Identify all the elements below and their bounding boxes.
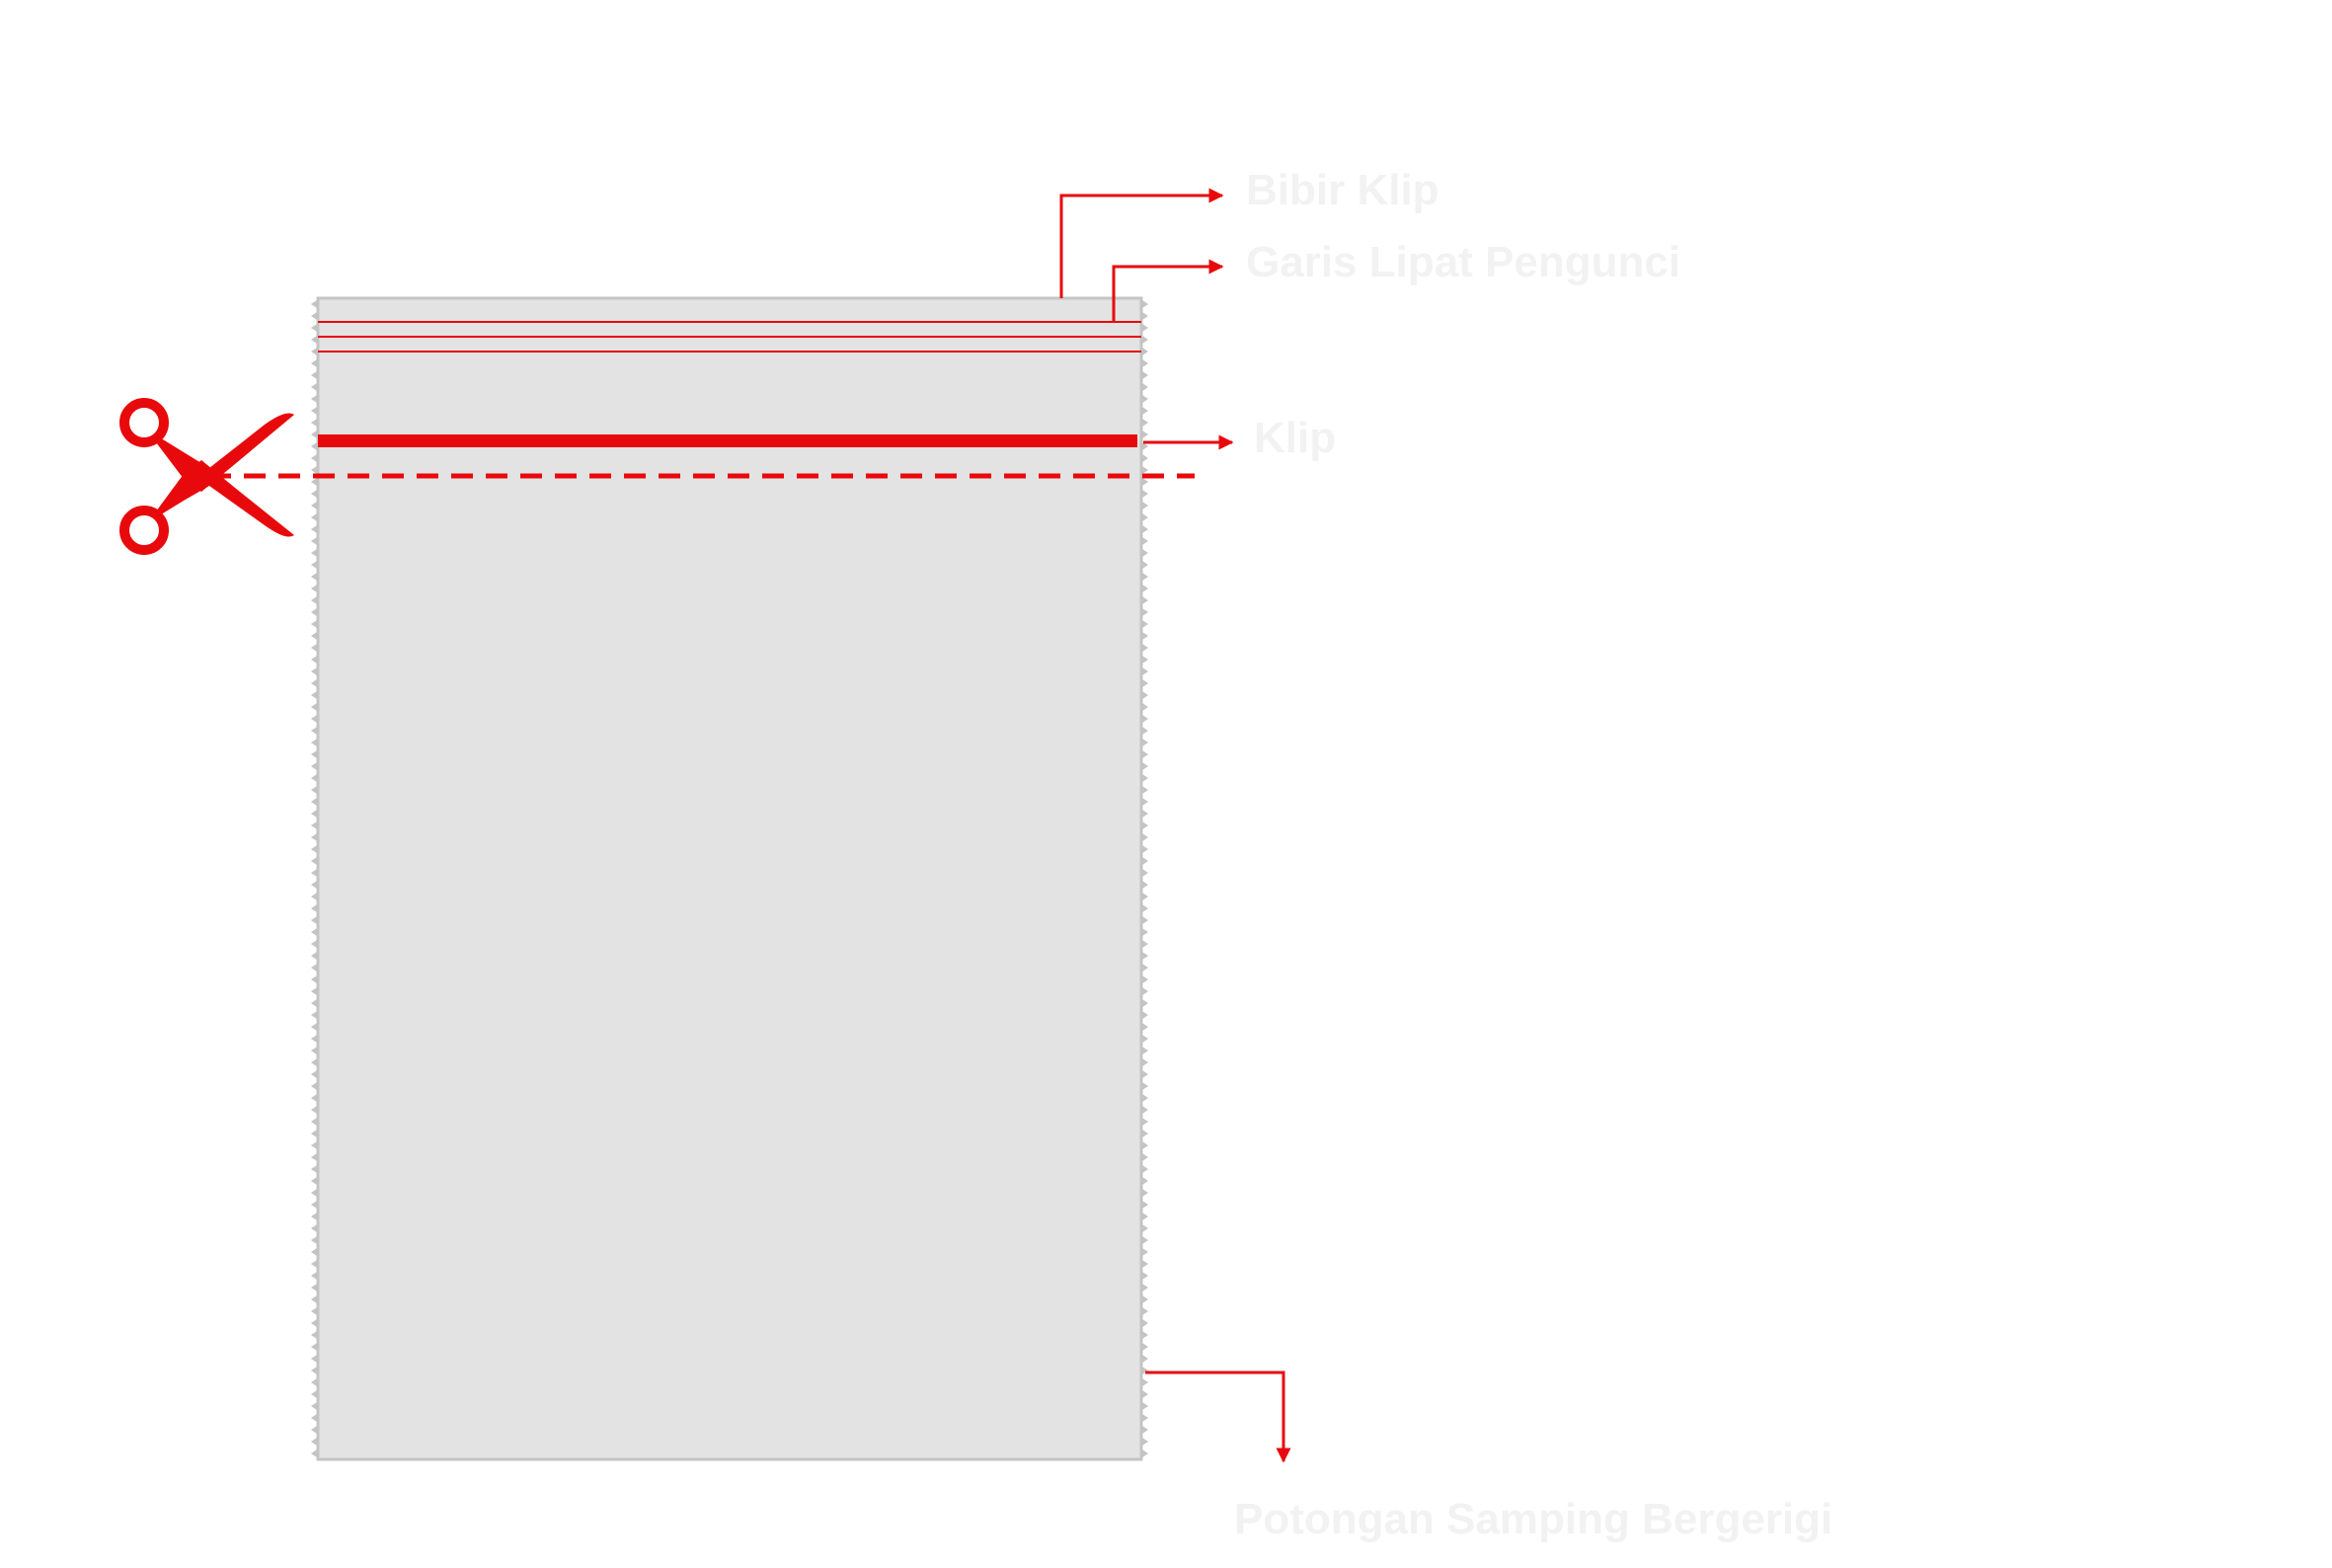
zip-track	[318, 434, 1137, 447]
scissors-blade-lower	[156, 460, 294, 537]
lip-lines	[318, 321, 1141, 353]
scissors-handle-bottom	[119, 506, 169, 555]
side-seal-callout	[1145, 1371, 1291, 1463]
zip-label: Klip	[1254, 414, 1336, 462]
scissors-handle-top	[119, 398, 169, 447]
bag-body	[316, 296, 1143, 1461]
scissors-icon	[119, 398, 294, 555]
bag	[311, 296, 1148, 1461]
zip-lip-callout	[1059, 188, 1224, 298]
zip-lip-label: Bibir Klip	[1246, 166, 1439, 214]
callouts	[1059, 188, 1291, 1463]
seal-line-callout	[1112, 259, 1224, 322]
side-seal-label: Potongan Samping Bergerigi	[1234, 1495, 1832, 1543]
seal-line-label: Garis Lipat Pengunci	[1246, 238, 1680, 286]
